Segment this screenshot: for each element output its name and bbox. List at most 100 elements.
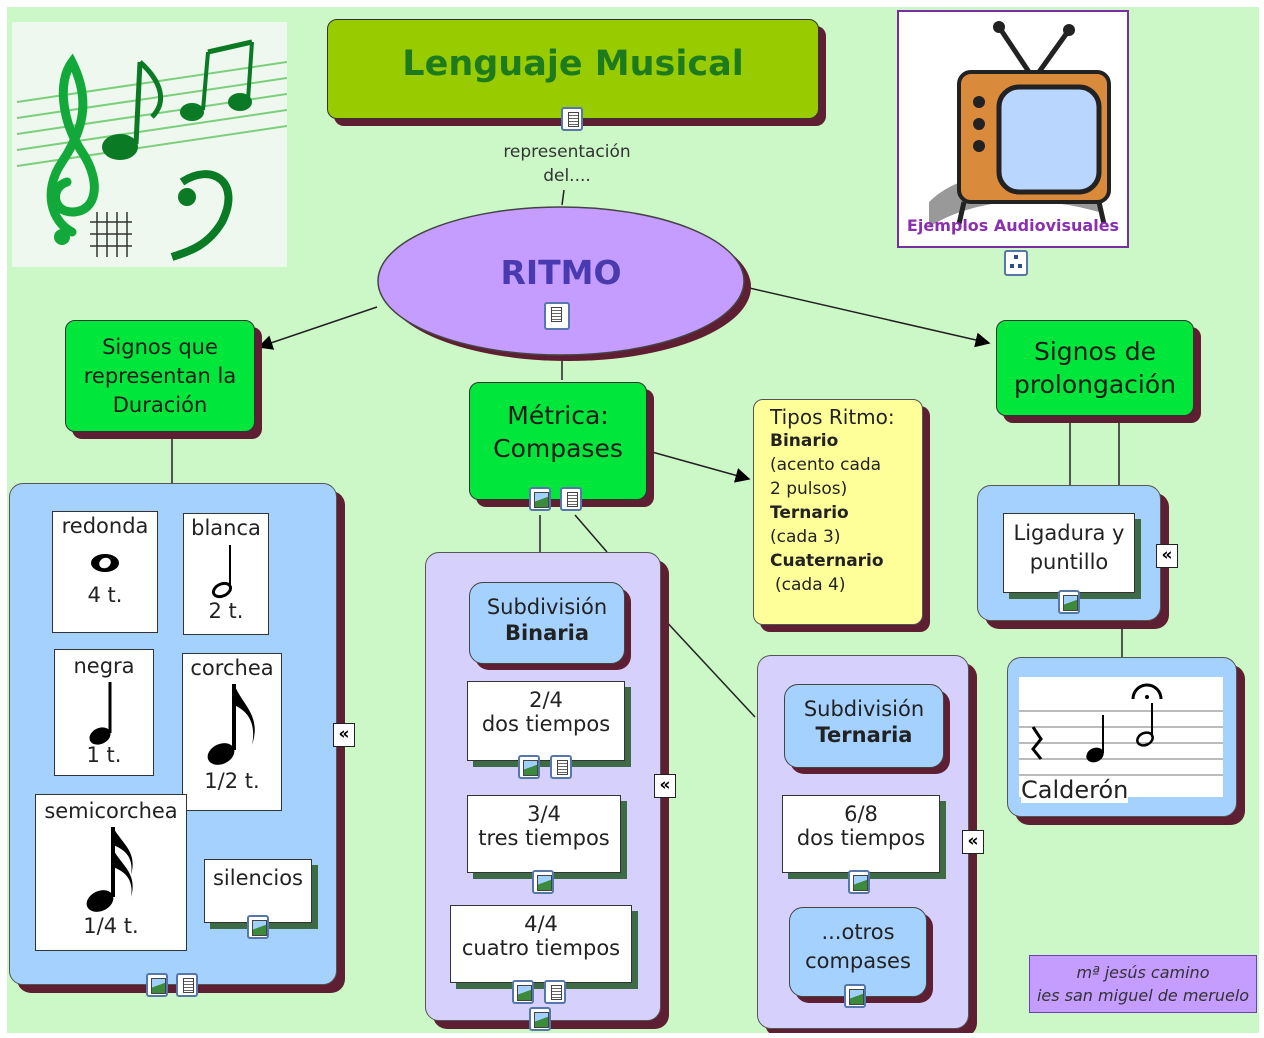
link-label-representacion: representación del.... bbox=[503, 142, 631, 186]
compas-desc: cuatro tiempos bbox=[461, 936, 621, 960]
tipos-ritmo-node[interactable]: Tipos Ritmo: Binario (acento cada 2 puls… bbox=[753, 399, 923, 625]
document-icon[interactable] bbox=[176, 973, 198, 997]
note-value: 1 t. bbox=[86, 743, 122, 767]
image-icon[interactable] bbox=[532, 870, 554, 894]
otros-compases-node[interactable]: ...otros compases bbox=[789, 907, 927, 997]
note-blanca[interactable]: blanca 2 t. bbox=[183, 513, 269, 635]
credit-box: mª jesús camino ies san miguel de meruel… bbox=[1029, 955, 1257, 1013]
subdivision-label: Subdivisión bbox=[486, 595, 608, 619]
tipo-binario-desc-2: 2 pulsos) bbox=[770, 479, 848, 499]
collapse-icon[interactable]: « bbox=[654, 774, 676, 798]
document-icon[interactable] bbox=[560, 487, 582, 511]
av-label: Ejemplos Audiovisuales bbox=[906, 216, 1120, 235]
image-icon[interactable] bbox=[518, 755, 540, 779]
arrow-ritmo-prolongacion bbox=[744, 286, 991, 348]
image-icon[interactable] bbox=[1058, 590, 1080, 614]
note-name: blanca bbox=[191, 516, 261, 540]
subdivision-binaria-node[interactable]: Subdivisión Binaria bbox=[469, 582, 625, 664]
compas-desc: dos tiempos bbox=[481, 712, 611, 736]
ligadura-label: Ligadura y puntillo bbox=[1013, 521, 1125, 574]
compas-4-4[interactable]: 4/4 cuatro tiempos bbox=[450, 905, 632, 983]
silencios-label: silencios bbox=[212, 866, 303, 890]
note-corchea[interactable]: corchea 1/2 t. bbox=[182, 653, 282, 811]
document-icon[interactable] bbox=[544, 980, 566, 1004]
tipo-binario: Binario bbox=[770, 431, 839, 451]
ritmo-node[interactable]: RITMO bbox=[375, 205, 751, 361]
title-node[interactable]: Lenguaje Musical bbox=[327, 19, 819, 119]
tipo-cuaternario-desc: (cada 4) bbox=[775, 575, 846, 595]
compas-desc: dos tiempos bbox=[796, 826, 926, 850]
note-negra[interactable]: negra 1 t. bbox=[54, 649, 154, 776]
compas-3-4[interactable]: 3/4 tres tiempos bbox=[467, 795, 621, 873]
tipos-heading: Tipos Ritmo: bbox=[770, 405, 895, 429]
note-value: 2 t. bbox=[208, 599, 244, 623]
half-note-icon bbox=[211, 545, 233, 599]
arrow-ritmo-duracion bbox=[257, 306, 378, 350]
note-value: 1/2 t. bbox=[204, 769, 260, 793]
image-icon[interactable] bbox=[844, 984, 866, 1008]
collapse-icon[interactable]: « bbox=[333, 723, 355, 747]
note-value: 4 t. bbox=[87, 583, 123, 607]
metrica-label: Métrica: Compases bbox=[493, 401, 623, 463]
metrica-node[interactable]: Métrica: Compases bbox=[469, 382, 647, 500]
line-title-ritmo bbox=[561, 189, 565, 206]
concept-map-canvas: Lenguaje Musical representación del.... … bbox=[7, 7, 1259, 1033]
note-name: semicorchea bbox=[44, 799, 178, 823]
ternaria-label: Ternaria bbox=[815, 723, 913, 747]
prolongacion-label: Signos de prolongación bbox=[1014, 337, 1176, 399]
note-name: negra bbox=[73, 654, 135, 678]
compas-6-8[interactable]: 6/8 dos tiempos bbox=[782, 795, 940, 873]
note-name: corchea bbox=[190, 656, 274, 680]
credit-school: ies san miguel de meruelo bbox=[1036, 986, 1250, 1005]
image-icon[interactable] bbox=[529, 1007, 551, 1031]
calderon-node[interactable]: Calderón bbox=[1019, 677, 1223, 803]
note-value: 1/4 t. bbox=[83, 914, 139, 938]
otros-label: ...otros compases bbox=[805, 920, 911, 973]
subdivision-ternaria-node[interactable]: Subdivisión Ternaria bbox=[784, 684, 944, 768]
document-icon[interactable] bbox=[544, 302, 570, 330]
image-icon[interactable] bbox=[512, 980, 534, 1004]
silencios-node[interactable]: silencios bbox=[204, 859, 312, 923]
image-icon[interactable] bbox=[529, 487, 551, 511]
subdivision-label: Subdivisión bbox=[803, 697, 925, 721]
eighth-note-icon bbox=[207, 684, 255, 765]
audiovisual-node[interactable]: Ejemplos Audiovisuales bbox=[897, 10, 1129, 248]
compas-number: 3/4 bbox=[527, 802, 561, 826]
image-icon[interactable] bbox=[247, 915, 269, 939]
ritmo-label: RITMO bbox=[500, 253, 622, 292]
title-text: Lenguaje Musical bbox=[402, 44, 744, 84]
duracion-node[interactable]: Signos que representan la Duración bbox=[65, 320, 255, 432]
compas-number: 6/8 bbox=[844, 802, 878, 826]
document-icon[interactable] bbox=[550, 755, 572, 779]
sixteenth-note-icon bbox=[86, 827, 133, 912]
tipo-cuaternario: Cuaternario bbox=[770, 551, 884, 571]
music-notes-image bbox=[12, 22, 287, 267]
whole-note-icon bbox=[91, 554, 119, 572]
credit-author: mª jesús camino bbox=[1076, 963, 1210, 982]
compas-2-4[interactable]: 2/4 dos tiempos bbox=[467, 681, 625, 761]
compas-desc: tres tiempos bbox=[478, 826, 610, 850]
note-redonda[interactable]: redonda 4 t. bbox=[52, 511, 158, 633]
note-name: redonda bbox=[61, 514, 149, 538]
collapse-icon[interactable]: « bbox=[1156, 544, 1178, 568]
line-metrica-connector bbox=[574, 514, 608, 553]
line-metrica-ternaria bbox=[661, 616, 756, 718]
image-icon[interactable] bbox=[146, 973, 168, 997]
arrow-metrica-tipos bbox=[651, 451, 751, 483]
image-icon[interactable] bbox=[848, 870, 870, 894]
document-icon[interactable] bbox=[561, 107, 583, 131]
tv-icon bbox=[929, 21, 1111, 227]
collapse-icon[interactable]: « bbox=[962, 830, 984, 854]
compas-number: 2/4 bbox=[529, 688, 563, 712]
tipo-ternario-desc: (cada 3) bbox=[770, 527, 841, 547]
fermata-staff-icon bbox=[1019, 683, 1223, 776]
concept-map-icon[interactable] bbox=[1004, 250, 1028, 276]
note-semicorchea[interactable]: semicorchea 1/4 t. bbox=[35, 794, 187, 951]
ligadura-puntillo-node[interactable]: Ligadura y puntillo bbox=[1003, 513, 1135, 593]
calderon-label: Calderón bbox=[1021, 776, 1129, 804]
binaria-label: Binaria bbox=[504, 621, 590, 645]
treble-clef-icon bbox=[46, 53, 99, 245]
quarter-note-icon bbox=[89, 682, 112, 745]
tipo-ternario: Ternario bbox=[770, 503, 849, 523]
prolongacion-node[interactable]: Signos de prolongación bbox=[996, 320, 1194, 416]
